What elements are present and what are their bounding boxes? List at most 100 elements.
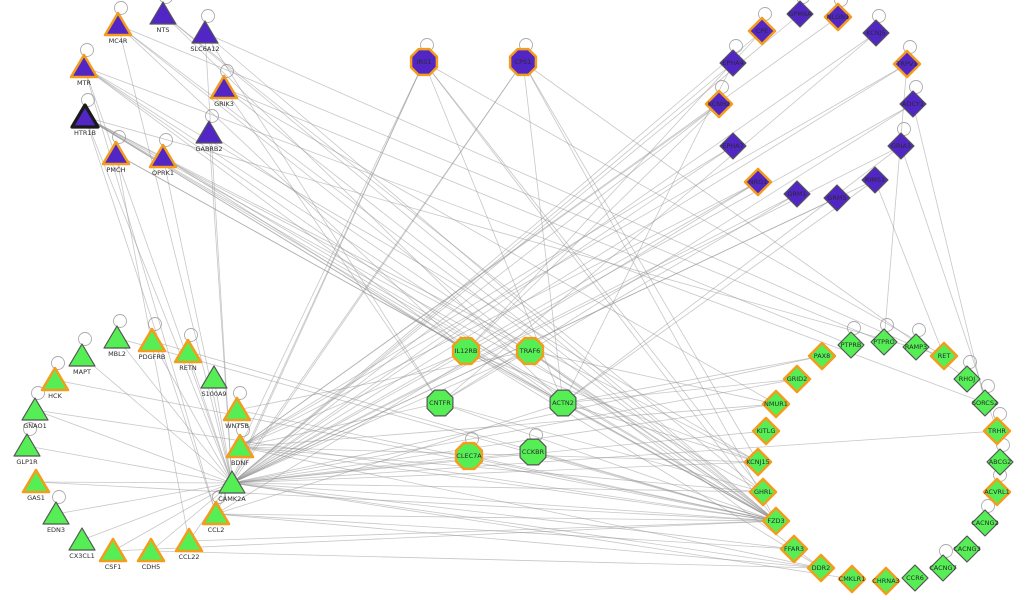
node-CCL22[interactable] bbox=[174, 527, 204, 553]
edge-GRIK3-CNTFR[interactable] bbox=[223, 87, 441, 404]
edge-TRAF6-NMUR1[interactable] bbox=[529, 350, 777, 405]
edge-TRPV1-CAMK2A[interactable] bbox=[231, 63, 908, 484]
node-DDR2[interactable] bbox=[806, 553, 836, 583]
edge-BDNF-FZD3[interactable] bbox=[239, 446, 777, 522]
edge-RIMS1-RET[interactable] bbox=[874, 179, 945, 357]
edge-GRIA3-CAMK2A[interactable] bbox=[231, 145, 902, 484]
node-ABCG2[interactable] bbox=[986, 448, 1014, 476]
edge-S100A9-CAMK2A[interactable] bbox=[213, 377, 233, 484]
edge-SLC6A12-CAMK2A[interactable] bbox=[204, 32, 233, 484]
edge-SLC6A12-RAMP3[interactable] bbox=[204, 32, 917, 348]
node-GRM5[interactable] bbox=[823, 184, 851, 212]
node-NLGN1[interactable] bbox=[823, 2, 853, 32]
node-GHRL[interactable] bbox=[748, 477, 778, 507]
edge-CNTFR-FZD3[interactable] bbox=[439, 402, 777, 522]
edge-KCNH2-BDNF[interactable] bbox=[239, 103, 720, 448]
edge-CAMK2A-KITLG[interactable] bbox=[231, 430, 767, 484]
edge-CAMK2A-FFAR3[interactable] bbox=[231, 482, 795, 550]
edge-WNT5B-FZD3[interactable] bbox=[236, 409, 777, 522]
node-HCK[interactable] bbox=[40, 366, 70, 392]
edge-CNTFR-GHRL[interactable] bbox=[439, 402, 764, 493]
edge-KCNJ5-CAMK2A[interactable] bbox=[231, 32, 877, 484]
edge-IRS1-FZD3[interactable] bbox=[423, 61, 777, 522]
node-ACTN2[interactable] bbox=[549, 389, 577, 417]
edge-OPRK1-IL12RB[interactable] bbox=[162, 156, 467, 352]
node-GRID2[interactable] bbox=[782, 364, 812, 394]
node-IRS1[interactable] bbox=[409, 47, 439, 77]
edge-CDH5-CAMK2A[interactable] bbox=[150, 482, 233, 552]
node-GRM1[interactable] bbox=[783, 180, 811, 208]
node-KCNH2[interactable] bbox=[704, 89, 734, 119]
node-GNAO1[interactable] bbox=[21, 397, 49, 421]
edge-CAMK2A-GRID2[interactable] bbox=[231, 378, 798, 484]
edge-ACTN2-PAX8[interactable] bbox=[562, 355, 823, 404]
edge-GABRB2-FZD3[interactable] bbox=[208, 132, 777, 522]
node-CPE[interactable] bbox=[747, 16, 777, 46]
edge-BDNF-GHRL[interactable] bbox=[239, 446, 764, 493]
edge-GAS1-CAMK2A[interactable] bbox=[35, 481, 233, 484]
node-RHOJ[interactable] bbox=[953, 365, 981, 393]
edge-ADCY1-SORCS2[interactable] bbox=[912, 103, 986, 404]
edge-IRS1-RET[interactable] bbox=[423, 61, 945, 357]
node-PMCH[interactable] bbox=[101, 140, 131, 166]
node-KITLG[interactable] bbox=[751, 416, 781, 446]
node-RAMP3[interactable] bbox=[902, 333, 930, 361]
edge-BDNF-KCNJ15[interactable] bbox=[239, 446, 759, 463]
node-CCL2[interactable] bbox=[201, 500, 231, 526]
node-PAX8[interactable] bbox=[807, 341, 837, 371]
edge-IL12RB-KCNJ15[interactable] bbox=[465, 350, 759, 463]
edge-IRS1-GHRL[interactable] bbox=[423, 61, 764, 493]
edge-PDGFRB-CAMK2A[interactable] bbox=[151, 340, 233, 484]
edge-HTR1B-CAMK2A[interactable] bbox=[84, 116, 233, 484]
node-GAS1[interactable] bbox=[21, 468, 51, 494]
edge-MBL2-CAMK2A[interactable] bbox=[116, 337, 233, 484]
edge-CAMK2A-NMUR1[interactable] bbox=[231, 403, 777, 484]
node-PDGFRB[interactable] bbox=[137, 327, 167, 353]
node-NRG1[interactable] bbox=[743, 167, 773, 197]
edge-MC4R-PTPRO[interactable] bbox=[117, 24, 885, 343]
edge-CAMK2A-TRAF6[interactable] bbox=[231, 350, 531, 484]
edge-RIMS1-ACTN2[interactable] bbox=[562, 179, 876, 404]
edge-ACTN2-KCNJ15[interactable] bbox=[562, 402, 759, 463]
node-PTPRO[interactable] bbox=[870, 328, 898, 356]
node-ACVRL1[interactable] bbox=[982, 477, 1012, 507]
edge-EPHA7-BDNF[interactable] bbox=[239, 145, 734, 448]
edge-CAMK2A-FZD3[interactable] bbox=[231, 482, 777, 522]
edge-CCL2-ACTN2[interactable] bbox=[215, 402, 564, 515]
edge-CAMK2A-PAX8[interactable] bbox=[231, 355, 823, 484]
node-TRPV1[interactable] bbox=[892, 49, 922, 79]
edge-PDGFRB-FZD3[interactable] bbox=[151, 340, 777, 522]
edge-NRG1-CAMK2A[interactable] bbox=[231, 181, 759, 484]
edge-CAMK2A-CMKLR1[interactable] bbox=[231, 482, 853, 580]
node-CACNG7[interactable] bbox=[929, 554, 957, 582]
edge-CLEC7A-FZD3[interactable] bbox=[468, 455, 777, 522]
edge-CPS1-ACTN2[interactable] bbox=[522, 61, 564, 404]
node-S100A9[interactable] bbox=[200, 365, 228, 389]
node-CACNG3[interactable] bbox=[953, 535, 981, 563]
edge-RETN-CAMK2A[interactable] bbox=[187, 351, 233, 484]
node-NMUR1[interactable] bbox=[761, 389, 791, 419]
node-RIMS1[interactable] bbox=[861, 166, 889, 194]
edge-CCL2-FZD3[interactable] bbox=[215, 513, 777, 522]
edge-ADCY1-CAMK2A[interactable] bbox=[231, 103, 914, 484]
edge-CPS1-FZD3[interactable] bbox=[522, 61, 777, 522]
edge-EPHA7-CAMK2A[interactable] bbox=[231, 145, 734, 484]
node-OPRK1[interactable] bbox=[148, 143, 178, 169]
edge-MTR-KCNJ15[interactable] bbox=[83, 66, 759, 463]
node-CACNG2[interactable] bbox=[971, 509, 999, 537]
edge-CCL2-FFAR3[interactable] bbox=[215, 513, 795, 550]
node-GABRB2[interactable] bbox=[195, 120, 223, 144]
edge-MTR-CCL2[interactable] bbox=[83, 66, 217, 515]
edge-RIMS1-CAMK2A[interactable] bbox=[231, 179, 876, 484]
node-ADCY1[interactable] bbox=[899, 90, 927, 118]
edge-GRIK3-NMUR1[interactable] bbox=[223, 87, 777, 405]
node-CSF1[interactable] bbox=[98, 537, 128, 563]
edge-MTR-IL12RB[interactable] bbox=[83, 66, 467, 352]
node-IL12RB[interactable] bbox=[451, 336, 481, 366]
node-SORCS2[interactable] bbox=[971, 389, 999, 417]
node-EDN3[interactable] bbox=[42, 501, 70, 525]
edge-GRIA3-TRHR[interactable] bbox=[900, 145, 998, 432]
edge-HTR1B-RET[interactable] bbox=[84, 116, 945, 357]
edge-CSF1-CAMK2A[interactable] bbox=[112, 482, 233, 552]
